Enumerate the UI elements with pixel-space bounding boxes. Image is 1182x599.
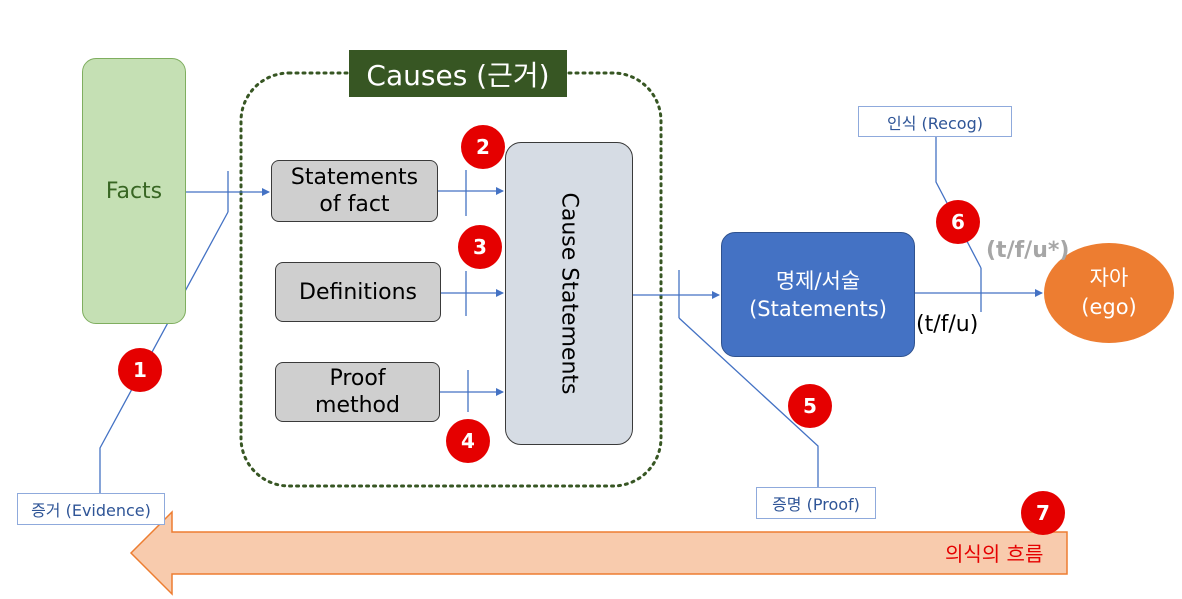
ego-line-2: (ego) <box>1081 295 1137 319</box>
badge-3: 3 <box>458 225 502 269</box>
badge-1: 1 <box>118 348 162 392</box>
badge-7: 7 <box>1021 491 1065 535</box>
definitions-label: Definitions <box>299 279 417 305</box>
statements-of-fact-line-2: of fact <box>319 192 390 217</box>
proof-label: 증명 (Proof) <box>756 487 876 519</box>
ego-circle: 자아 (ego) <box>1044 243 1174 343</box>
cause-statements-box: Cause Statements <box>505 142 633 445</box>
statements-of-fact-line-1: Statements <box>290 165 419 190</box>
statements-box: 명제/서술 (Statements) <box>721 232 915 357</box>
recog-label: 인식 (Recog) <box>858 106 1012 137</box>
badge-2: 2 <box>461 125 505 169</box>
leader-proof <box>678 317 819 487</box>
proof-method-line-1: Proof <box>329 366 386 391</box>
tfu-star-label: (t/f/u*) <box>986 238 1070 263</box>
facts-label: Facts <box>105 178 163 204</box>
evidence-label: 증거 (Evidence) <box>17 493 165 525</box>
tfu-label: (t/f/u) <box>916 312 979 337</box>
badge-4: 4 <box>446 419 490 463</box>
flow-label: 의식의 흐름 <box>945 542 1044 566</box>
statements-line-1: 명제/서술 <box>775 268 861 293</box>
badge-6: 6 <box>936 200 980 244</box>
statements-line-2: (Statements) <box>749 296 887 321</box>
definitions-box: Definitions <box>275 262 441 322</box>
flow-arrow <box>129 510 1068 596</box>
causes-title: Causes (근거) <box>349 50 567 97</box>
proof-method-line-2: method <box>315 393 400 418</box>
statements-of-fact-box: Statements of fact <box>271 160 438 222</box>
cause-statements-label: Cause Statements <box>556 192 582 395</box>
ego-line-1: 자아 <box>1089 266 1129 290</box>
proof-method-box: Proof method <box>275 362 440 422</box>
facts-box: Facts <box>82 58 186 324</box>
badge-5: 5 <box>788 384 832 428</box>
